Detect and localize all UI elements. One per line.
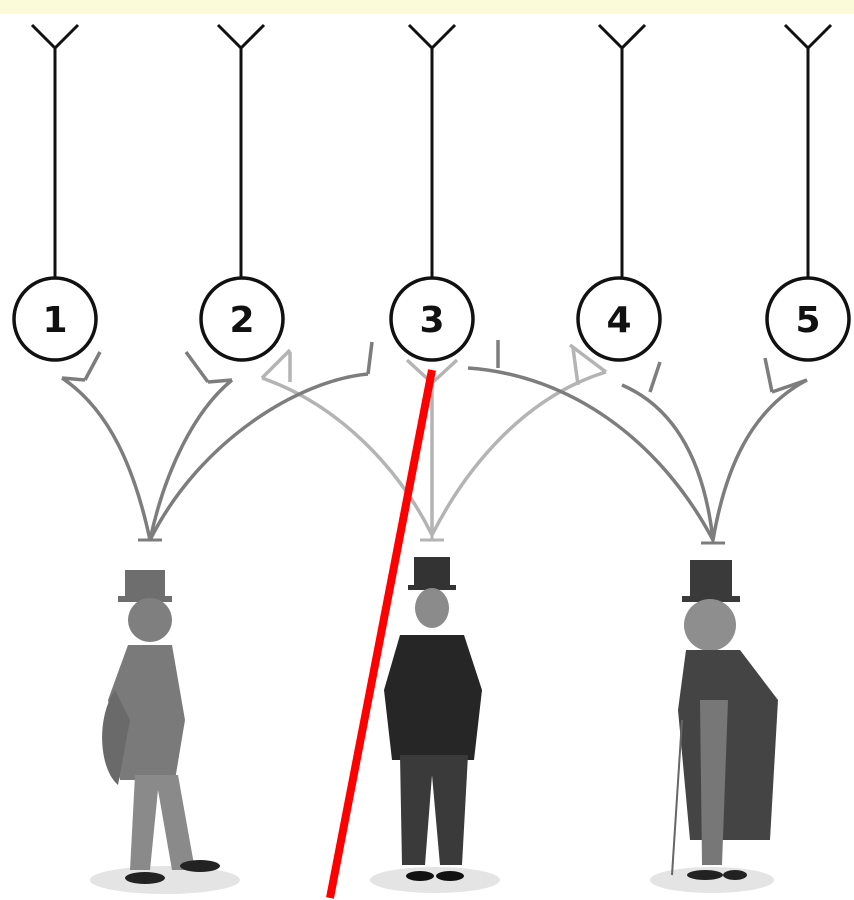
node-label-4: 4 bbox=[606, 300, 631, 341]
node-circle bbox=[199, 276, 285, 362]
antenna-icon bbox=[30, 23, 80, 278]
node-circle bbox=[576, 276, 662, 362]
node-label-3: 3 bbox=[419, 300, 444, 341]
fork-icon bbox=[184, 350, 233, 384]
connection-5-right bbox=[711, 378, 808, 541]
right-figure-branches bbox=[467, 340, 808, 541]
center-figure-branches bbox=[260, 343, 608, 536]
gentleman-top-hat-icon bbox=[650, 560, 778, 893]
node-2: 2 bbox=[199, 23, 285, 362]
connection-2-right bbox=[467, 366, 715, 541]
node-4: 4 bbox=[576, 23, 662, 362]
node-circle bbox=[389, 276, 475, 362]
connection-2-left bbox=[148, 378, 234, 541]
gentleman-top-hat-icon bbox=[90, 570, 240, 894]
connection-4-center bbox=[430, 370, 607, 536]
node-circle bbox=[12, 276, 98, 362]
antenna-icon bbox=[597, 23, 647, 278]
fork-icon bbox=[366, 341, 374, 375]
top-band bbox=[0, 0, 854, 14]
connection-1-center-dark bbox=[148, 372, 369, 541]
red-divider-line bbox=[326, 369, 436, 899]
node-circle bbox=[765, 276, 851, 362]
antenna-icon bbox=[783, 23, 833, 278]
antenna-icon bbox=[216, 23, 266, 278]
fork-icon bbox=[763, 357, 808, 394]
antenna-icon bbox=[407, 23, 457, 278]
connection-4-right bbox=[621, 383, 715, 541]
receptor-right bbox=[701, 537, 725, 545]
node-label-1: 1 bbox=[42, 300, 67, 341]
connection-1-left bbox=[61, 376, 152, 541]
gentleman-top-hat-icon bbox=[370, 557, 500, 893]
fork-icon bbox=[260, 348, 292, 382]
node-1: 1 bbox=[12, 23, 98, 362]
fork-icon bbox=[568, 343, 608, 386]
receptor-center bbox=[420, 534, 444, 542]
receptor-left bbox=[138, 534, 162, 542]
fork-icon bbox=[61, 351, 102, 382]
node-3: 3 bbox=[389, 23, 475, 362]
fork-icon bbox=[648, 361, 662, 393]
node-5: 5 bbox=[765, 23, 851, 362]
node-label-5: 5 bbox=[795, 300, 820, 341]
node-label-2: 2 bbox=[229, 300, 254, 341]
left-figure-branches bbox=[61, 341, 374, 541]
connection-1-center bbox=[261, 376, 434, 536]
